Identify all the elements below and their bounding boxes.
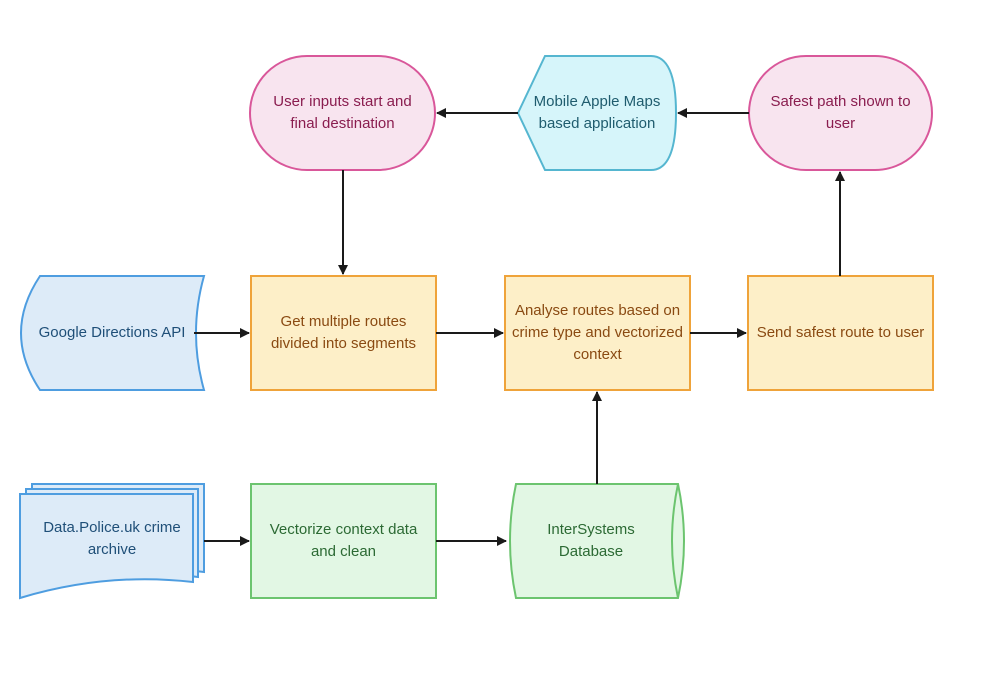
database-node bbox=[509, 483, 685, 599]
safest-path-label: Safest path shown to user bbox=[770, 93, 911, 132]
database-label: InterSystems Database bbox=[547, 521, 635, 560]
get-routes-label: Get multiple routes divided into segment… bbox=[270, 313, 417, 352]
send-route-label: Send safest route to user bbox=[756, 324, 925, 341]
google-api-node bbox=[20, 275, 206, 391]
vectorize-label: Vectorize context data and clean bbox=[269, 521, 418, 560]
send-route-node bbox=[747, 275, 934, 391]
get-routes-node bbox=[250, 275, 437, 391]
mobile-app-label: Mobile Apple Maps based application bbox=[533, 93, 661, 132]
vectorize-node bbox=[250, 483, 437, 599]
analyse-label: Analyse routes based on crime type and v… bbox=[512, 302, 683, 363]
police-archive-label: Data.Police.uk crime archive bbox=[43, 519, 181, 558]
user-input-label: User inputs start and final destination bbox=[273, 93, 412, 132]
analyse-node bbox=[504, 275, 691, 391]
police-archive-node bbox=[19, 483, 205, 600]
mobile-app-node bbox=[516, 55, 678, 171]
google-api-label: Google Directions API bbox=[38, 324, 186, 341]
